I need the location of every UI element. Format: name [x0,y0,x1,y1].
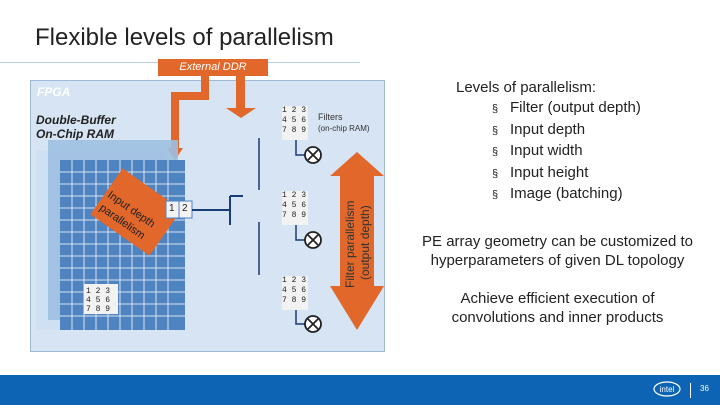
page-number: 36 [700,384,709,393]
levels-item-label: Filter (output depth) [510,99,641,116]
filter-row: 4 5 6 [282,201,307,210]
levels-items: § Filter (output depth) § Input depth § Inp… [440,98,710,206]
small-cell-2-label: 2 [182,203,188,214]
fpga-label: FPGA [37,85,71,99]
slide-title: Flexible levels of parallelism [35,24,334,51]
levels-item-label: Input height [510,163,589,181]
ddr-arrow-down [226,76,256,118]
filter-column [258,138,306,325]
filter-patch-text: 1 2 3 [86,287,110,296]
footer-bar [0,375,720,405]
filter-parallelism-line2: (output depth) [358,205,372,280]
filter-patch-text-3: 7 8 9 [86,305,110,314]
filter-row: 7 8 9 [282,126,307,135]
filter-parallelism-arrow [330,152,384,330]
multiply-icon-3 [304,315,322,333]
levels-heading: Levels of parallelism: [456,79,597,96]
external-ddr-banner: External DDR [158,59,268,76]
levels-item-label: Input width [510,142,583,159]
levels-list: Levels of parallelism: § Filter (output d… [440,78,710,206]
filter-row: 1 2 3 [282,106,307,115]
double-buffer-line1: Double-Buffer [36,113,116,127]
pe-array-note: PE array geometry can be customized to h… [395,232,720,270]
filter-row: 1 2 3 [282,276,307,285]
bullet-icon: § [492,167,499,180]
input-volume-grid [36,140,185,330]
filter-block-2: 1 2 3 4 5 6 7 8 9 [282,191,308,225]
double-buffer-label: Double-Buffer On-Chip RAM [36,113,116,141]
filter-block-1: 1 2 3 4 5 6 7 8 9 [282,106,308,140]
filter-row: 7 8 9 [282,296,307,305]
filter-parallelism-label: Filter parallelism (output depth) [343,176,372,288]
multiply-icon-1 [304,146,322,164]
bullet-icon: § [492,103,499,115]
multiply-icon-2 [304,231,322,249]
double-buffer-line2: On-Chip RAM [36,127,114,141]
filters-label-title: Filters [318,112,343,122]
filter-row: 4 5 6 [282,116,307,125]
filter-row: 7 8 9 [282,211,307,220]
intel-logo-icon: intel [653,381,681,397]
levels-item: § Image (batching) [492,184,710,206]
bullet-icon: § [492,146,499,158]
filter-block-3: 1 2 3 4 5 6 7 8 9 [282,276,308,310]
footer-separator [690,383,691,398]
levels-item: § Input depth [492,120,710,142]
connector-lines [192,195,243,225]
intel-logo-text: intel [660,385,675,394]
filters-label-sub: (on-chip RAM) [318,124,370,133]
bullet-icon: § [492,189,499,201]
bullet-icon: § [492,124,499,137]
levels-item: § Filter (output depth) [492,98,710,120]
pe-note-line1: PE array geometry can be customized to [422,233,693,250]
pe-note-line2: hyperparameters of given DL topology [430,252,685,269]
filters-label: Filters (on-chip RAM) [318,112,370,134]
levels-item-label: Input depth [510,120,586,138]
levels-item: § Input height [492,163,710,185]
ach-note-line1: Achieve efficient execution of [460,290,655,307]
filter-row: 4 5 6 [282,286,307,295]
filter-parallelism-line1: Filter parallelism [343,200,357,288]
ach-note-line2: convolutions and inner products [451,309,664,326]
levels-item-label: Image (batching) [510,185,623,202]
filter-row: 1 2 3 [282,191,307,200]
levels-item: § Input width [492,141,710,163]
small-cell-1-label: 1 [169,203,175,214]
filter-patch-text-2: 4 5 6 [86,296,110,305]
achieve-note: Achieve efficient execution of convoluti… [395,289,720,327]
